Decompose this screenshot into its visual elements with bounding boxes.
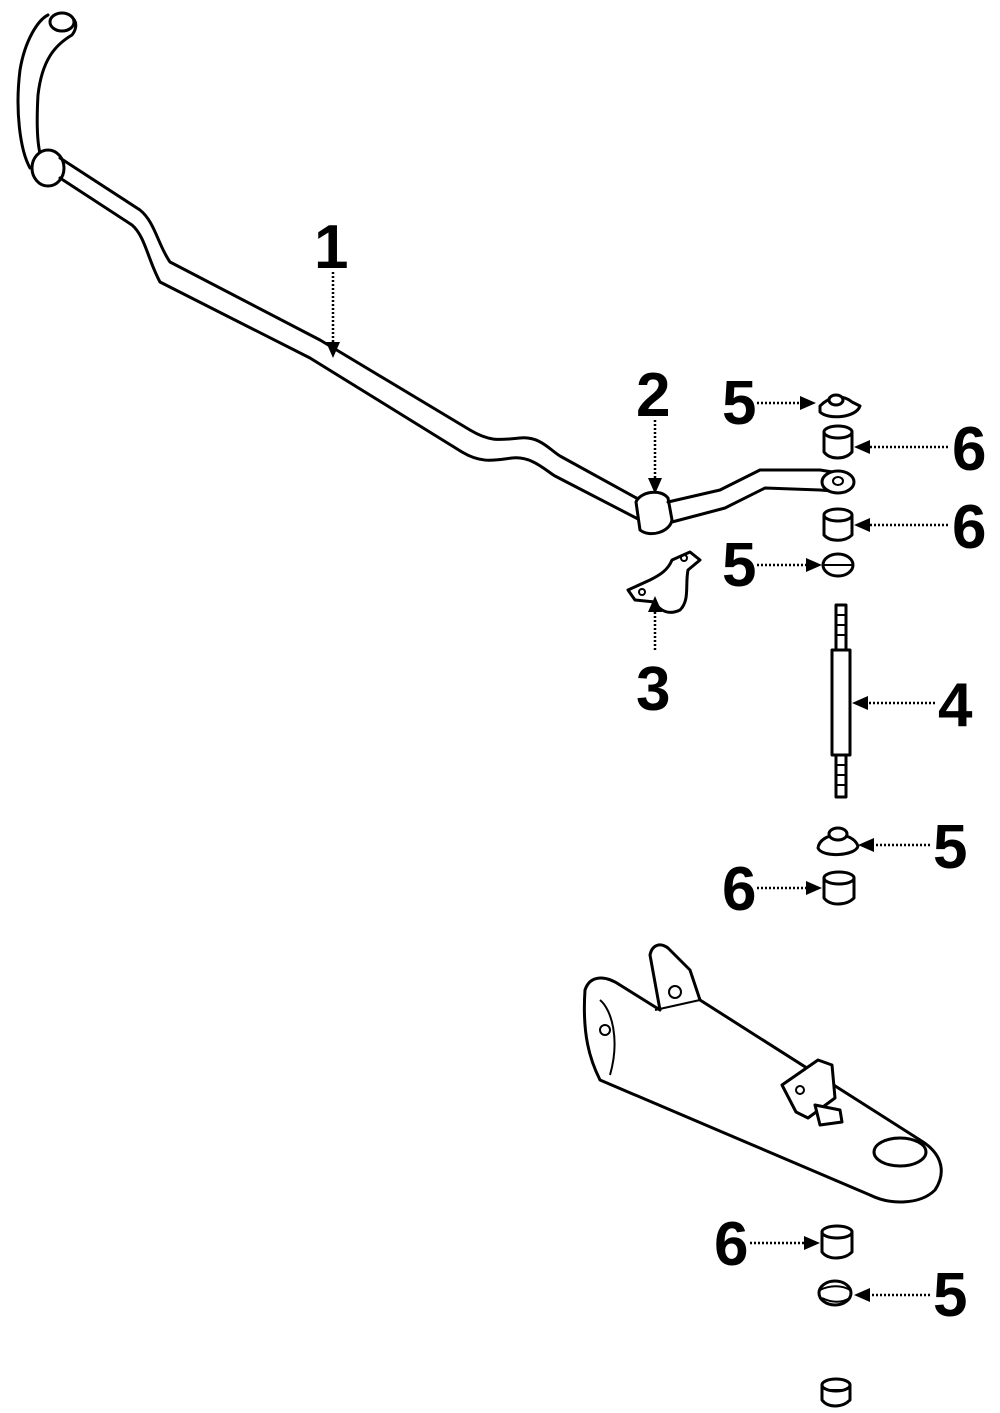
callout-5-lower[interactable]: 5 xyxy=(933,1261,967,1330)
callout-6-lower[interactable]: 6 xyxy=(714,1210,748,1279)
upper-retainer-lower[interactable] xyxy=(821,552,855,578)
middle-bushing[interactable] xyxy=(822,870,856,906)
upper-bushing-bottom[interactable] xyxy=(822,507,854,542)
callout-3[interactable]: 3 xyxy=(636,655,670,724)
callout-5-middle[interactable]: 5 xyxy=(933,813,967,882)
callout-5-second[interactable]: 5 xyxy=(722,531,756,600)
middle-retainer[interactable] xyxy=(816,826,860,856)
callout-2[interactable]: 2 xyxy=(636,361,670,430)
link-bolt[interactable] xyxy=(830,603,852,799)
callout-1[interactable]: 1 xyxy=(314,213,348,282)
callout-4[interactable]: 4 xyxy=(938,671,973,740)
callout-numbers: 1 2 3 5 6 6 5 4 5 6 6 5 xyxy=(314,213,986,1330)
callout-6-second[interactable]: 6 xyxy=(952,493,986,562)
callout-6-upper[interactable]: 6 xyxy=(952,415,986,484)
callout-6-middle[interactable]: 6 xyxy=(722,855,756,924)
bushing-bracket[interactable] xyxy=(626,550,702,614)
upper-retainer[interactable] xyxy=(818,393,862,419)
lower-control-arm[interactable] xyxy=(582,943,943,1204)
callout-leaders xyxy=(326,272,948,1302)
lower-retainer[interactable] xyxy=(817,1279,853,1307)
upper-bushing-top[interactable] xyxy=(822,424,854,460)
lower-nut[interactable] xyxy=(820,1377,852,1408)
stabilizer-bar[interactable] xyxy=(16,11,856,536)
lower-bushing[interactable] xyxy=(820,1224,854,1260)
callout-5-upper[interactable]: 5 xyxy=(722,369,756,438)
